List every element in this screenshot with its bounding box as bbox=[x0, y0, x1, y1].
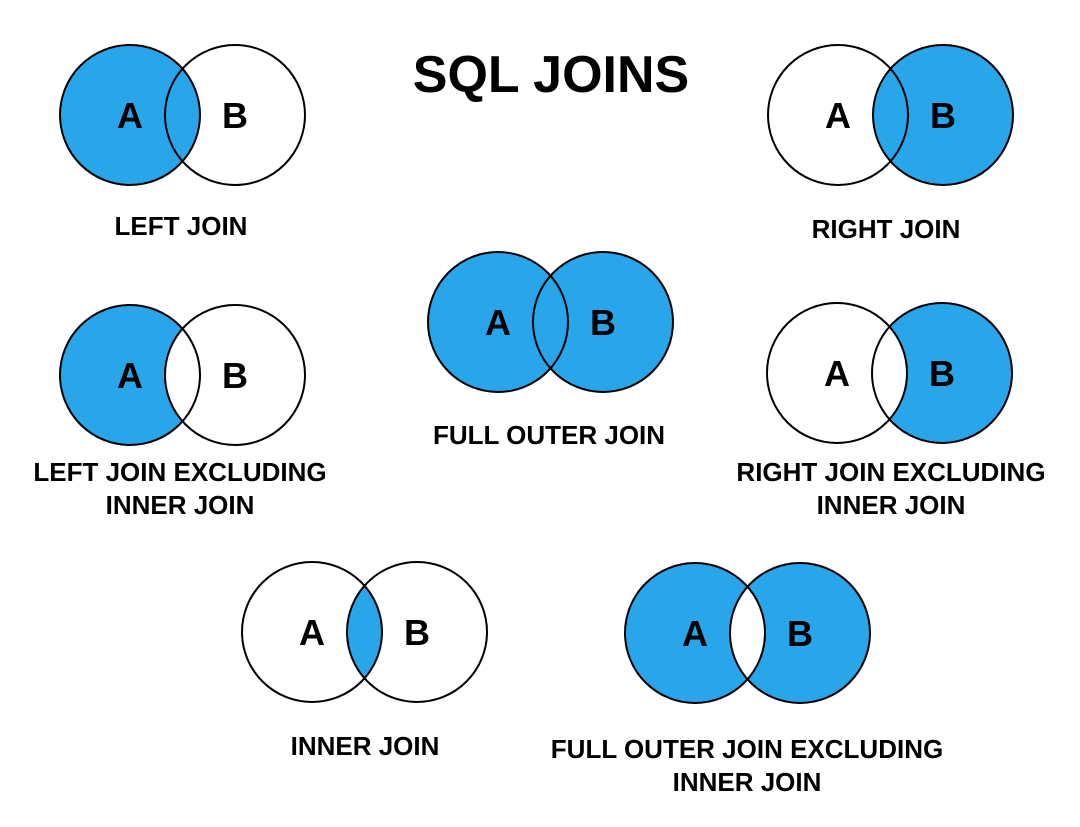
caption-line-1: FULL OUTER JOIN EXCLUDING bbox=[550, 734, 944, 764]
venn-left-join: A B bbox=[59, 44, 306, 186]
venn-right-join: A B bbox=[767, 44, 1014, 186]
diagram-caption: FULL OUTER JOIN bbox=[433, 419, 665, 452]
circle-b-fill bbox=[872, 303, 1012, 443]
circle-a-label: A bbox=[117, 95, 143, 136]
circle-a-fill bbox=[767, 303, 907, 443]
circle-b-outline bbox=[164, 44, 306, 186]
diagram-caption: RIGHT JOIN EXCLUDING INNER JOIN bbox=[736, 456, 1045, 522]
circle-b-label: B bbox=[929, 353, 955, 394]
caption-line-2: INNER JOIN bbox=[105, 490, 255, 520]
circle-b-fill bbox=[165, 305, 305, 445]
circle-b-fill bbox=[165, 45, 305, 185]
circle-a-outline bbox=[624, 562, 766, 704]
circle-b-outline bbox=[872, 44, 1014, 186]
circle-b-label: B bbox=[222, 355, 248, 396]
circle-a-label: A bbox=[825, 95, 851, 136]
venn-full-outer-join: A B bbox=[427, 251, 674, 393]
circle-b-outline bbox=[871, 302, 1013, 444]
circle-a-fill bbox=[768, 45, 908, 185]
caption-line-2: INNER JOIN bbox=[816, 490, 966, 520]
circle-a-fill bbox=[242, 562, 382, 702]
circle-b-outline bbox=[346, 561, 488, 703]
circle-b-fill bbox=[347, 562, 487, 702]
circle-b-fill bbox=[533, 252, 673, 392]
circle-b-label: B bbox=[404, 612, 430, 653]
diagram-caption: FULL OUTER JOIN EXCLUDING INNER JOIN bbox=[551, 733, 943, 799]
caption-line-1: LEFT JOIN bbox=[114, 211, 248, 241]
circle-a-outline bbox=[767, 44, 909, 186]
circle-b-fill bbox=[873, 45, 1013, 185]
circle-a-outline bbox=[766, 302, 908, 444]
diagram-caption: RIGHT JOIN bbox=[812, 213, 961, 246]
circle-a-label: A bbox=[485, 302, 511, 343]
circle-a-outline bbox=[59, 304, 201, 446]
circle-a-label: A bbox=[117, 355, 143, 396]
circle-a-fill bbox=[428, 252, 568, 392]
circle-b-fill bbox=[730, 563, 870, 703]
circle-b-label: B bbox=[222, 95, 248, 136]
diagram-caption: LEFT JOIN EXCLUDING INNER JOIN bbox=[33, 456, 326, 522]
venn-left-join-excluding-inner-join: A B bbox=[59, 304, 306, 446]
circle-a-label: A bbox=[299, 612, 325, 653]
circle-a-outline bbox=[241, 561, 383, 703]
page-title: SQL JOINS bbox=[412, 45, 690, 104]
circle-a-label: A bbox=[824, 353, 850, 394]
circle-a-fill bbox=[60, 45, 200, 185]
circle-b-label: B bbox=[590, 302, 616, 343]
circle-a-outline bbox=[59, 44, 201, 186]
circle-b-outline bbox=[729, 562, 871, 704]
circle-a-fill bbox=[625, 563, 765, 703]
caption-line-1: RIGHT JOIN EXCLUDING bbox=[736, 457, 1046, 487]
circle-b-outline bbox=[532, 251, 674, 393]
circle-a-outline bbox=[427, 251, 569, 393]
caption-line-1: INNER JOIN bbox=[290, 731, 440, 761]
caption-line-1: LEFT JOIN EXCLUDING bbox=[33, 457, 327, 487]
circle-b-label: B bbox=[930, 95, 956, 136]
diagram-caption: INNER JOIN bbox=[291, 730, 440, 763]
circle-a-label: A bbox=[682, 613, 708, 654]
circle-b-label: B bbox=[787, 613, 813, 654]
circle-a-fill bbox=[60, 305, 200, 445]
venn-inner-join: A B bbox=[241, 561, 488, 703]
diagram-caption: LEFT JOIN bbox=[115, 210, 248, 243]
caption-line-1: RIGHT JOIN bbox=[811, 214, 961, 244]
venn-right-join-excluding-inner-join: A B bbox=[766, 302, 1013, 444]
caption-line-1: FULL OUTER JOIN bbox=[432, 420, 666, 450]
caption-line-2: INNER JOIN bbox=[672, 767, 822, 797]
venn-full-outer-join-excluding-inner-join: A B bbox=[624, 562, 871, 704]
circle-b-outline bbox=[164, 304, 306, 446]
